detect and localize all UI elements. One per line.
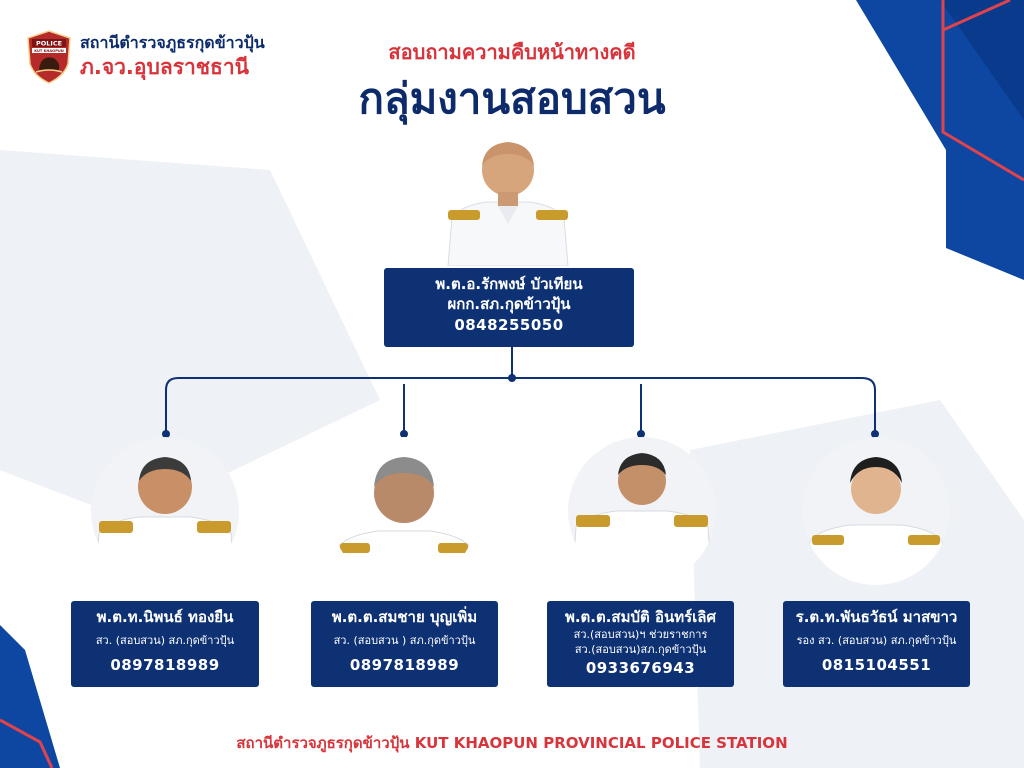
staff-position: สว.(สอบสวน)ฯ ช่วยราชการ (573, 628, 708, 641)
page-subtitle: สอบถามความคืบหน้าทางคดี (388, 40, 636, 64)
station-text: สถานีตำรวจภูธรกุดข้าวปุ้น ภ.จว.อุบลราชธา… (80, 33, 265, 81)
head-officer-card: พ.ต.อ.รักพงษ์ บัวเทียน ผกก.สภ.กุดข้าวปุ้… (384, 268, 634, 347)
staff-position-secondary: สว.(สอบสวน)สภ.กุดข้าวปุ้น (574, 643, 707, 656)
staff-card-3: พ.ต.ต.สมบัติ อินทร์เลิศ สว.(สอบสวน)ฯ ช่ว… (547, 601, 734, 687)
head-officer-position: ผกก.สภ.กุดข้าวปุ้น (447, 295, 571, 313)
staff-photo-1 (91, 437, 239, 585)
staff-card-1: พ.ต.ท.นิพนธ์ ทองยืน สว. (สอบสวน) สภ.กุดข… (71, 601, 259, 687)
staff-position: รอง สว. (สอบสวน) สภ.กุดข้าวปุ้น (796, 634, 957, 647)
head-officer-phone: 0848255050 (454, 316, 564, 334)
footer-text: สถานีตำรวจภูธรกุดข้าวปุ้น KUT KHAOPUN PR… (236, 734, 788, 752)
badge-top-text: POLICE (36, 40, 62, 48)
staff-photo-4 (802, 437, 950, 585)
badge-bottom-text: KUT KHAOPUN (34, 49, 64, 53)
police-badge-logo: POLICE KUT KHAOPUN (27, 30, 71, 84)
head-officer-name: พ.ต.อ.รักพงษ์ บัวเทียน (435, 275, 583, 293)
staff-name: ร.ต.ท.พันธวัธน์ มาสขาว (795, 608, 958, 626)
staff-name: พ.ต.ต.สมชาย บุญเพิ่ม (331, 608, 478, 626)
staff-photo-2 (330, 437, 478, 585)
staff-card-2: พ.ต.ต.สมชาย บุญเพิ่ม สว. (สอบสวน ) สภ.กุ… (311, 601, 498, 687)
page-title: กลุ่มงานสอบสวน (358, 74, 666, 123)
staff-phone: 0815104551 (821, 656, 932, 674)
staff-position: สว. (สอบสวน ) สภ.กุดข้าวปุ้น (333, 634, 476, 647)
staff-phone: 0897818989 (110, 656, 220, 674)
staff-card-4: ร.ต.ท.พันธวัธน์ มาสขาว รอง สว. (สอบสวน) … (783, 601, 970, 687)
station-name: สถานีตำรวจภูธรกุดข้าวปุ้น (80, 33, 265, 52)
staff-phone: 0933676943 (585, 659, 696, 677)
station-header: POLICE KUT KHAOPUN สถานีตำรวจภูธรกุดข้าว… (26, 30, 265, 84)
staff-position: สว. (สอบสวน) สภ.กุดข้าวปุ้น (95, 634, 235, 647)
staff-name: พ.ต.ต.สมบัติ อินทร์เลิศ (564, 608, 717, 626)
staff-photo-3 (568, 437, 716, 585)
head-officer-photo (447, 142, 569, 266)
staff-name: พ.ต.ท.นิพนธ์ ทองยืน (96, 608, 234, 626)
staff-phone: 0897818989 (349, 656, 460, 674)
province-name: ภ.จว.อุบลราชธานี (80, 55, 249, 79)
